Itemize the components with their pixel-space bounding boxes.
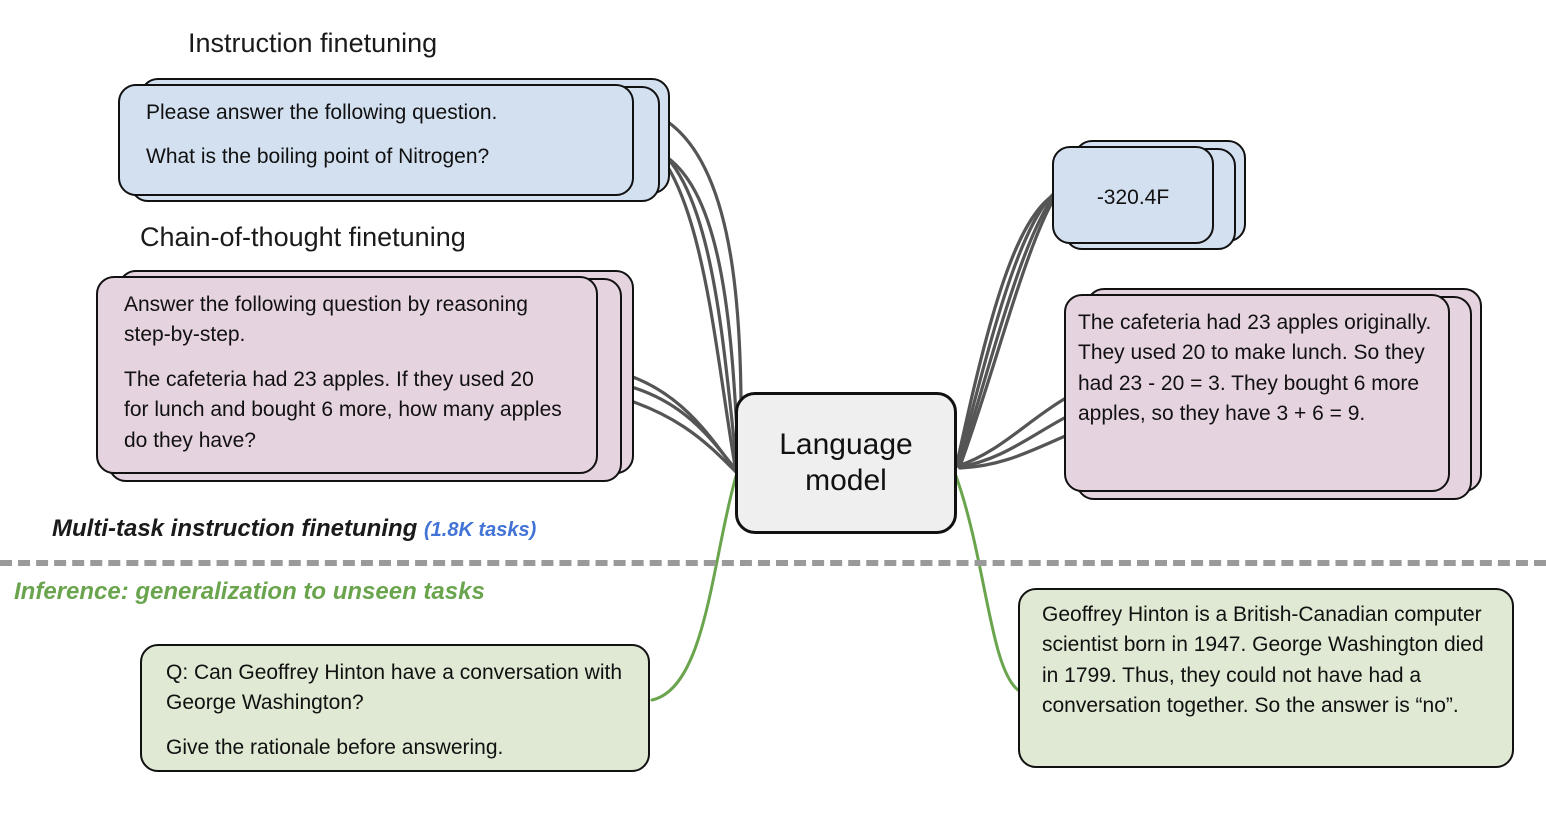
wire-out-cot-3: [958, 432, 1072, 470]
stack-sheet-front[interactable]: [1064, 294, 1450, 492]
label-multitask-finetuning: Multi-task instruction finetuning (1.8K …: [52, 515, 536, 543]
stack-sheet-front[interactable]: [96, 276, 598, 474]
wire-instruction-4: [666, 120, 743, 470]
heading-chain-of-thought: Chain-of-thought finetuning: [140, 222, 466, 252]
cot-output-line-1: The cafeteria had 23 apples originally. …: [1078, 311, 1432, 426]
label-inference-generalization: Inference: generalization to unseen task…: [14, 578, 485, 605]
wire-out-instruction-1: [955, 194, 1054, 465]
inference-query-line-1: Q: Can Geoffrey Hinton have a conversati…: [166, 661, 623, 715]
language-model-line-2: model: [805, 464, 887, 497]
cot-input-text: Answer the following question by reasoni…: [124, 290, 564, 456]
language-model-box[interactable]: Language model: [735, 392, 957, 534]
inference-query-text: Q: Can Geoffrey Hinton have a conversati…: [166, 658, 630, 763]
instruction-input-line-2: What is the boiling point of Nitrogen?: [146, 145, 490, 169]
cot-input-line-1: Answer the following question by reasoni…: [124, 293, 528, 347]
wire-out-cot-1: [956, 396, 1068, 468]
language-model-label: Language model: [779, 427, 912, 499]
stack-sheet-front[interactable]: [1052, 146, 1214, 244]
stack-sheet-front[interactable]: [118, 84, 634, 196]
inference-answer-line-1: Geoffrey Hinton is a British-Canadian co…: [1042, 603, 1484, 718]
instruction-output-text: -320.4F: [1052, 183, 1214, 213]
stack-sheet-front[interactable]: [140, 644, 650, 772]
language-model-line-1: Language: [779, 428, 913, 461]
heading-instruction-finetuning: Instruction finetuning: [188, 28, 438, 58]
inference-query-line-2: Give the rationale before answering.: [166, 735, 504, 759]
cot-input-line-2: The cafeteria had 23 apples. If they use…: [124, 367, 562, 452]
label-multitask-task-count: (1.8K tasks): [423, 519, 537, 541]
wire-out-instruction-2: [956, 186, 1062, 466]
wire-out-cot-2: [957, 414, 1070, 469]
label-multitask-text: Multi-task instruction finetuning: [52, 515, 418, 542]
inference-answer-text: Geoffrey Hinton is a British-Canadian co…: [1042, 600, 1494, 722]
wire-inference-in: [650, 474, 738, 702]
cot-output-text: The cafeteria had 23 apples originally. …: [1078, 308, 1434, 430]
wire-instruction-3: [652, 148, 741, 470]
instruction-input-text: Please answer the following question. Wh…: [146, 98, 616, 173]
instruction-input-line-1: Please answer the following question.: [146, 101, 498, 124]
wire-inference-out: [954, 474, 1020, 692]
section-divider: [0, 560, 1546, 566]
stack-sheet-front[interactable]: [1018, 588, 1514, 768]
instruction-output-line-1: -320.4F: [1096, 186, 1170, 209]
